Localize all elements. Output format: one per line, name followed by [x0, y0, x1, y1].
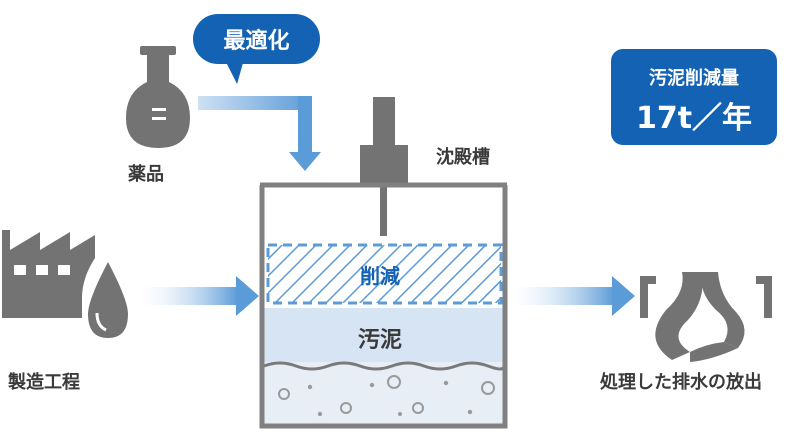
optimization-bubble: 最適化 [193, 14, 320, 64]
chemicals-arrow [198, 96, 321, 171]
factory-icon [2, 230, 95, 318]
discharge-channel-icon [640, 272, 772, 362]
sludge-label: 汚泥 [358, 328, 403, 353]
manufacturing-label: 製造工程 [8, 372, 80, 393]
reduction-label: 削減 [360, 264, 400, 288]
optimization-text: 最適化 [223, 29, 290, 54]
water-drop-icon [88, 262, 128, 338]
badge-title: 汚泥削減量 [649, 68, 739, 89]
reduction-badge: 汚泥削減量 17t／年 [611, 49, 777, 145]
badge-value: 17t／年 [635, 101, 753, 136]
inflow-arrow [140, 276, 259, 316]
chemicals-label: 薬品 [128, 164, 164, 185]
discharge-label: 処理した排水の放出 [600, 372, 762, 393]
outflow-arrow [512, 276, 635, 316]
tank-label: 沈殿槽 [436, 147, 490, 168]
flask-icon [126, 46, 190, 148]
sediment-tank-icon [259, 97, 508, 429]
